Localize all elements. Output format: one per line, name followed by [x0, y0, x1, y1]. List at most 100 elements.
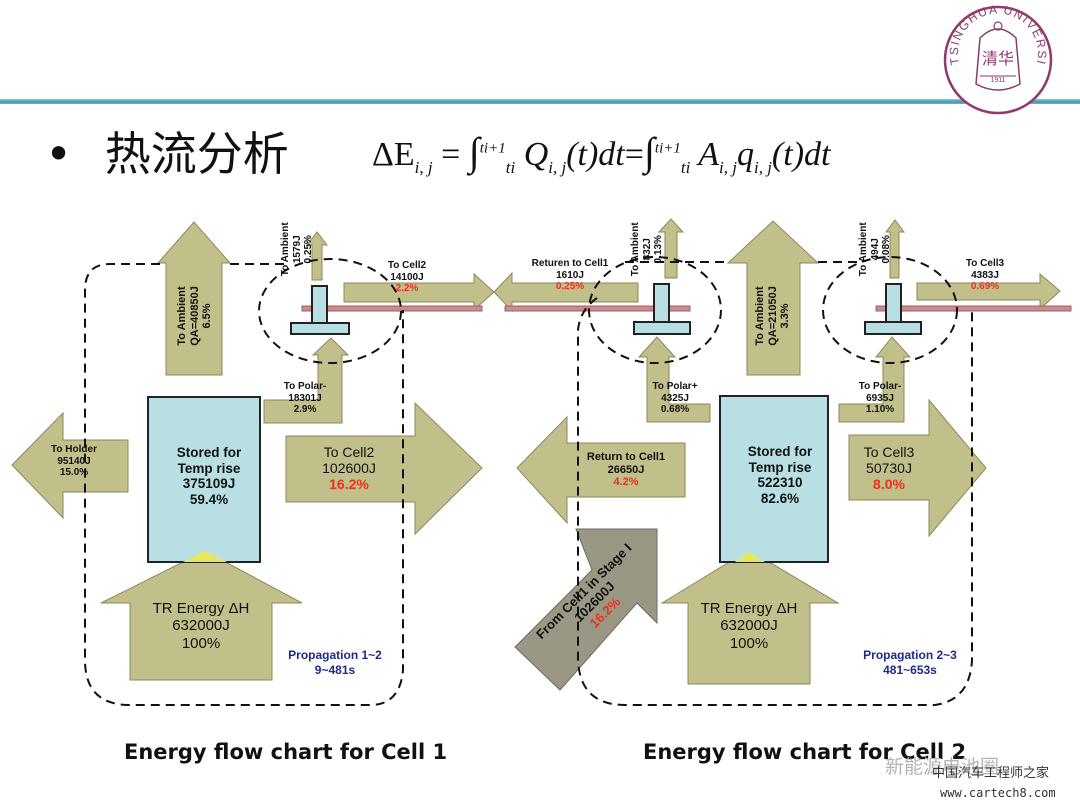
upper-limit-2: t [654, 140, 660, 157]
tab-return-pct: 0.25% [555, 281, 585, 292]
cell2-tab-to-cell3-arrow [916, 272, 1061, 311]
cell1-tab-to-ambient-arrow [305, 231, 329, 281]
lower-limit: t [505, 157, 511, 177]
slide-title: • 热流分析 [45, 118, 289, 184]
cell2-to-ambient-arrow [726, 220, 820, 376]
integral-sign-2: ∫ [643, 129, 655, 174]
propagation-title: Propagation 1~2 [288, 648, 382, 662]
propagation-2-title: Propagation 2~3 [863, 648, 957, 662]
svg-text:清华: 清华 [982, 49, 1014, 68]
bullet: • [45, 127, 73, 181]
tr-energy-pct: 100% [181, 634, 221, 652]
cell2-from-cell1-arrow [514, 528, 658, 691]
cell2-to-polar-plus-label: To Polar+ 4325J 0.68% [640, 381, 710, 416]
tab-cell2-title: To Cell2 [387, 260, 427, 271]
tab-ambient-left-pct: 0.13% [652, 235, 664, 264]
cell1-propagation-label: Propagation 1~2 9~481s [270, 648, 400, 678]
cell2-bus-bar-right [875, 305, 1072, 312]
cell2-tab-ambient-left-label: To Ambient 832J 0.13% [630, 214, 665, 284]
formula-right-tail: (t)dt [771, 136, 831, 173]
cell1-tab-to-cell2-label: To Cell2 14100J 2.2% [372, 260, 442, 295]
to-ambient-2-title: To Ambient [754, 286, 767, 346]
to-holder-title: To Holder [51, 444, 97, 455]
watermark-line2: www.cartech8.com [940, 786, 1056, 800]
to-ambient-pct: 6.5% [201, 303, 214, 329]
formula-eq: = [441, 136, 461, 173]
cell2-bus-bar-left [504, 305, 691, 312]
tr-energy-2-pct: 100% [729, 634, 769, 652]
cell2-right-tab-boundary [822, 256, 958, 364]
formula-small-q: q [736, 136, 754, 173]
cell1-terminal-base [290, 322, 350, 335]
stored-line2: Temp rise [177, 460, 241, 476]
cell2-return-to-cell1-arrow [516, 415, 686, 525]
lower-limit-sub-2: i [685, 157, 691, 177]
cell2-stored-box [719, 395, 829, 563]
cell1-to-holder-label: To Holder 95140J 15.0% [20, 444, 128, 479]
cell2-overlap-highlight [735, 552, 765, 562]
to-cell3-value: 50730J [866, 460, 912, 477]
cell2-boundary [577, 297, 973, 706]
header-divider [0, 99, 1080, 104]
formula-a: A [698, 136, 720, 173]
cell1-stored-box [147, 396, 261, 563]
tr-energy-2-value: 632000J [720, 617, 778, 635]
tab-cell3-value: 4383J [971, 269, 999, 281]
to-cell2-pct: 16.2% [329, 476, 369, 493]
tab-ambient-title: To Ambient [279, 222, 291, 277]
formula-q: Q [523, 136, 549, 173]
formula-q-tail: (t)dt [566, 136, 625, 173]
cell2-to-cell3-label: To Cell3 50730J 8.0% [849, 444, 929, 492]
polar-plus-title: To Polar+ [652, 381, 698, 392]
to-ambient-value: QA=40850J [188, 286, 201, 346]
polar-plus-value: 4325J [661, 392, 689, 404]
tab-cell3-title: To Cell3 [965, 258, 1005, 269]
cell1-to-cell2-label: To Cell2 102600J 16.2% [286, 444, 412, 492]
logo-year: 1911 [990, 77, 1005, 84]
formula-a-sub: i, j [719, 157, 737, 177]
to-cell3-pct: 8.0% [873, 476, 905, 493]
formula-small-q-sub: i, j [753, 157, 772, 177]
cell1-stored-label: Stored for Temp rise 375109J 59.4% [148, 445, 270, 507]
cell2-left-tab-boundary [588, 256, 722, 364]
stored-2-value: 522310 [757, 475, 803, 491]
watermark-grey: 新能源电池圈 [885, 756, 1000, 778]
upper-limit-sub: i+1 [483, 140, 506, 157]
cell2-return-to-cell1-label: Return to Cell1 26650J 4.2% [567, 451, 685, 489]
tab-ambient-right-value: 494J [869, 238, 881, 261]
cell1-to-polar-label: To Polar- 18301J 2.9% [264, 381, 346, 416]
formula-q-sub: i, j [548, 157, 567, 177]
stored-2-line1: Stored for [747, 444, 813, 459]
tab-cell2-pct: 2.2% [395, 283, 419, 294]
upper-limit: t [479, 140, 484, 157]
energy-formula: ΔEi, j = ∫ti+1ti Qi, j(t)dt=∫ti+1ti Ai, … [372, 128, 830, 178]
cell2-tab-to-cell3-label: To Cell3 4383J 0.69% [945, 258, 1025, 293]
to-polar-title: To Polar- [283, 381, 327, 392]
return-cell1-pct: 4.2% [613, 476, 639, 489]
cell1-bus-bar [301, 305, 483, 312]
cell1-to-polar-arrow [263, 337, 350, 424]
cell2-caption: Energy flow chart for Cell 2 [643, 740, 967, 764]
propagation-2-time: 481~653s [883, 663, 937, 677]
cell2-to-polar-plus-arrow [637, 336, 711, 423]
tr-energy-value: 632000J [172, 617, 230, 635]
tsinghua-logo-icon: TSINGHUA UNIVERSITY 清华 1911 [942, 4, 1053, 115]
cell1-overlap-highlight [183, 551, 227, 562]
stored-pct: 59.4% [189, 491, 229, 507]
cell1-tab-boundary [258, 258, 402, 364]
cell2-left-terminal-base [633, 321, 691, 335]
cell2-tab-return-label: Returen to Cell1 1610J 0.25% [510, 258, 630, 293]
cell1-to-ambient-arrow [156, 221, 232, 376]
cell1-tr-energy-label: TR Energy ΔH 632000J 100% [130, 600, 272, 652]
cell1-boundary [84, 263, 404, 706]
to-cell2-title: To Cell2 [323, 444, 375, 460]
upper-limit-sub-2: i+1 [659, 140, 681, 157]
to-cell2-value: 102600J [322, 460, 376, 477]
cell1-to-cell2-arrow [285, 401, 483, 536]
formula-lhs-sub: i, j [414, 157, 433, 177]
tab-ambient-left-value: 832J [641, 238, 653, 261]
polar-minus-title: To Polar- [858, 381, 902, 392]
cell2-tab-ambient-right-label: To Ambient 494J 0.08% [858, 214, 893, 284]
tab-cell3-pct: 0.69% [970, 281, 1000, 292]
stored-line1: Stored for [176, 445, 242, 460]
